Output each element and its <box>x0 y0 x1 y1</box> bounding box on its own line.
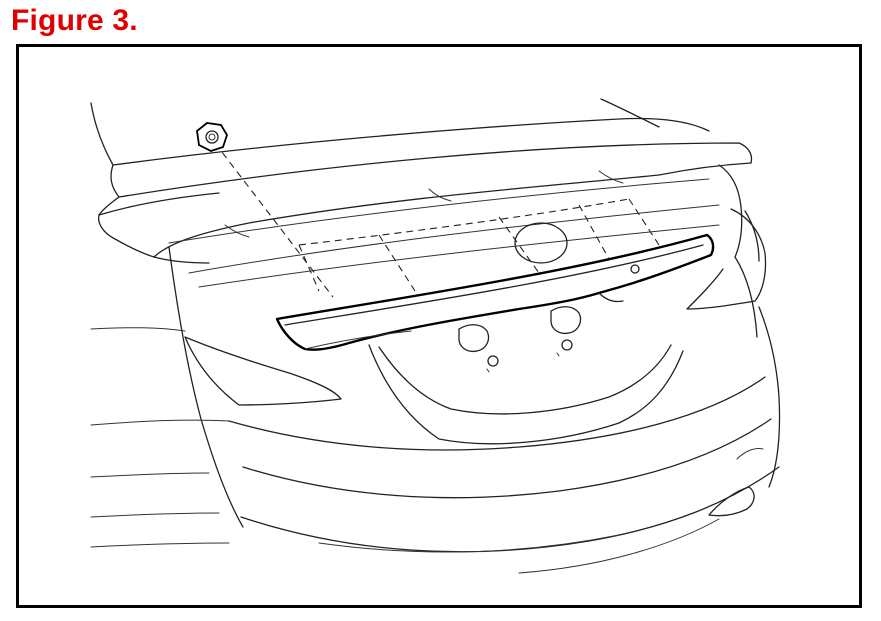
trunk-rear-face <box>153 164 758 338</box>
rear-spoiler <box>97 142 753 258</box>
figure-title: Figure 3. <box>11 4 138 37</box>
trunk-garnish-diagram <box>90 98 781 574</box>
tail-light-left <box>184 336 342 406</box>
license-plate-recess <box>368 306 684 445</box>
tail-light-right <box>686 208 767 310</box>
trunk-emblem <box>514 222 568 264</box>
body-contours <box>90 246 781 574</box>
trunk-garnish-molding <box>275 233 715 351</box>
figure-frame <box>16 44 862 608</box>
trunk-lid <box>90 98 710 198</box>
installation-guide-lines <box>214 142 660 298</box>
retaining-nut <box>196 122 228 152</box>
